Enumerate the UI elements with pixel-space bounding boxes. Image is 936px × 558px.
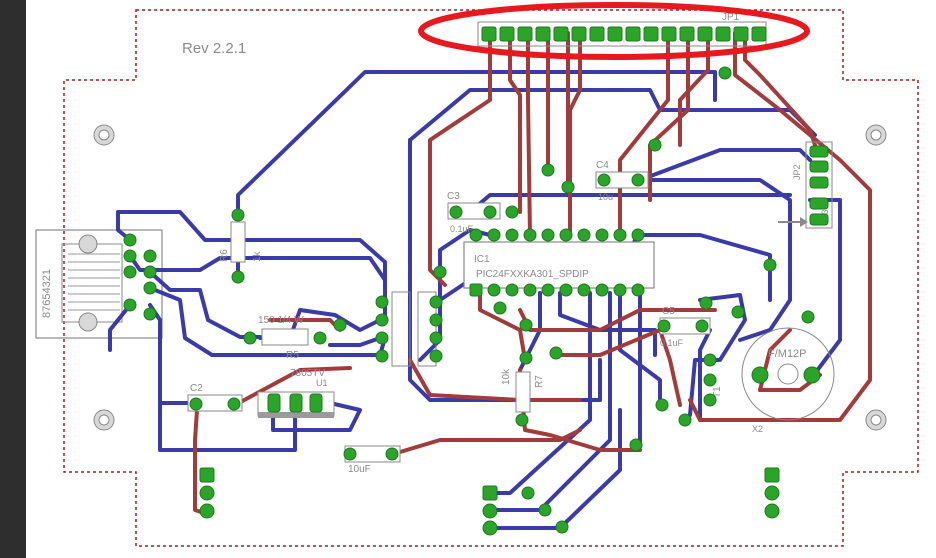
resistor-r7: R7 10k (501, 368, 545, 413)
mounting-holes (93, 124, 887, 431)
left-header (391, 291, 437, 367)
ic1-label: IC1 (474, 254, 490, 265)
resistor-r6: R6 1k (219, 221, 263, 263)
x2-label: X2 (752, 424, 763, 434)
r5-value: 150 1/4 W (258, 315, 304, 326)
board-outline (63, 9, 919, 547)
c5-value: 0.1uF (660, 338, 684, 348)
c4-label: C4 (596, 160, 609, 171)
ic1-part: PIC24FXXKA301_SPDIP (476, 269, 589, 280)
pushbutton-x2: F/M12P X2 (741, 327, 835, 434)
pcb-layout: Rev 2.2.1 87654321 (35, 2, 919, 551)
ic1-pic24: IC1 PIC24FXXKA301_SPDIP (463, 241, 655, 289)
resistor-r5: 150 1/4 W R5 (258, 315, 309, 361)
c1-value: 10uF (348, 464, 371, 475)
pads (123, 26, 829, 536)
pcb-board: Rev 2.2.1 87654321 (26, 0, 936, 558)
t1-label: T1 (712, 386, 723, 398)
c3-value: 0.1uF (450, 224, 474, 234)
r7-value: 10k (501, 368, 512, 385)
c2-label: C2 (190, 383, 203, 394)
regulator-label: 7805TV (290, 368, 325, 379)
jp1-label: JP1 (722, 12, 740, 23)
jp2-label: JP2 (792, 164, 802, 180)
highlight-ellipse (418, 2, 810, 60)
pushbutton-label: F/M12P (768, 348, 807, 360)
r6-value: 1k (252, 250, 263, 262)
c4-value: 10u (598, 192, 613, 202)
crosshair-marker (60, 537, 74, 551)
r5-label: R5 (286, 350, 299, 361)
c5-label: C5 (662, 306, 675, 317)
r6-label: R6 (219, 249, 230, 262)
u1-label: U1 (316, 378, 328, 388)
revision-label: Rev 2.2.1 (182, 40, 246, 57)
r7-label: R7 (534, 375, 545, 388)
rj45-connector: 87654321 (35, 229, 163, 339)
c3-label: C3 (447, 191, 460, 202)
rj45-label: 87654321 (41, 269, 53, 318)
bottom-traces (108, 70, 842, 530)
top-traces (193, 31, 872, 517)
